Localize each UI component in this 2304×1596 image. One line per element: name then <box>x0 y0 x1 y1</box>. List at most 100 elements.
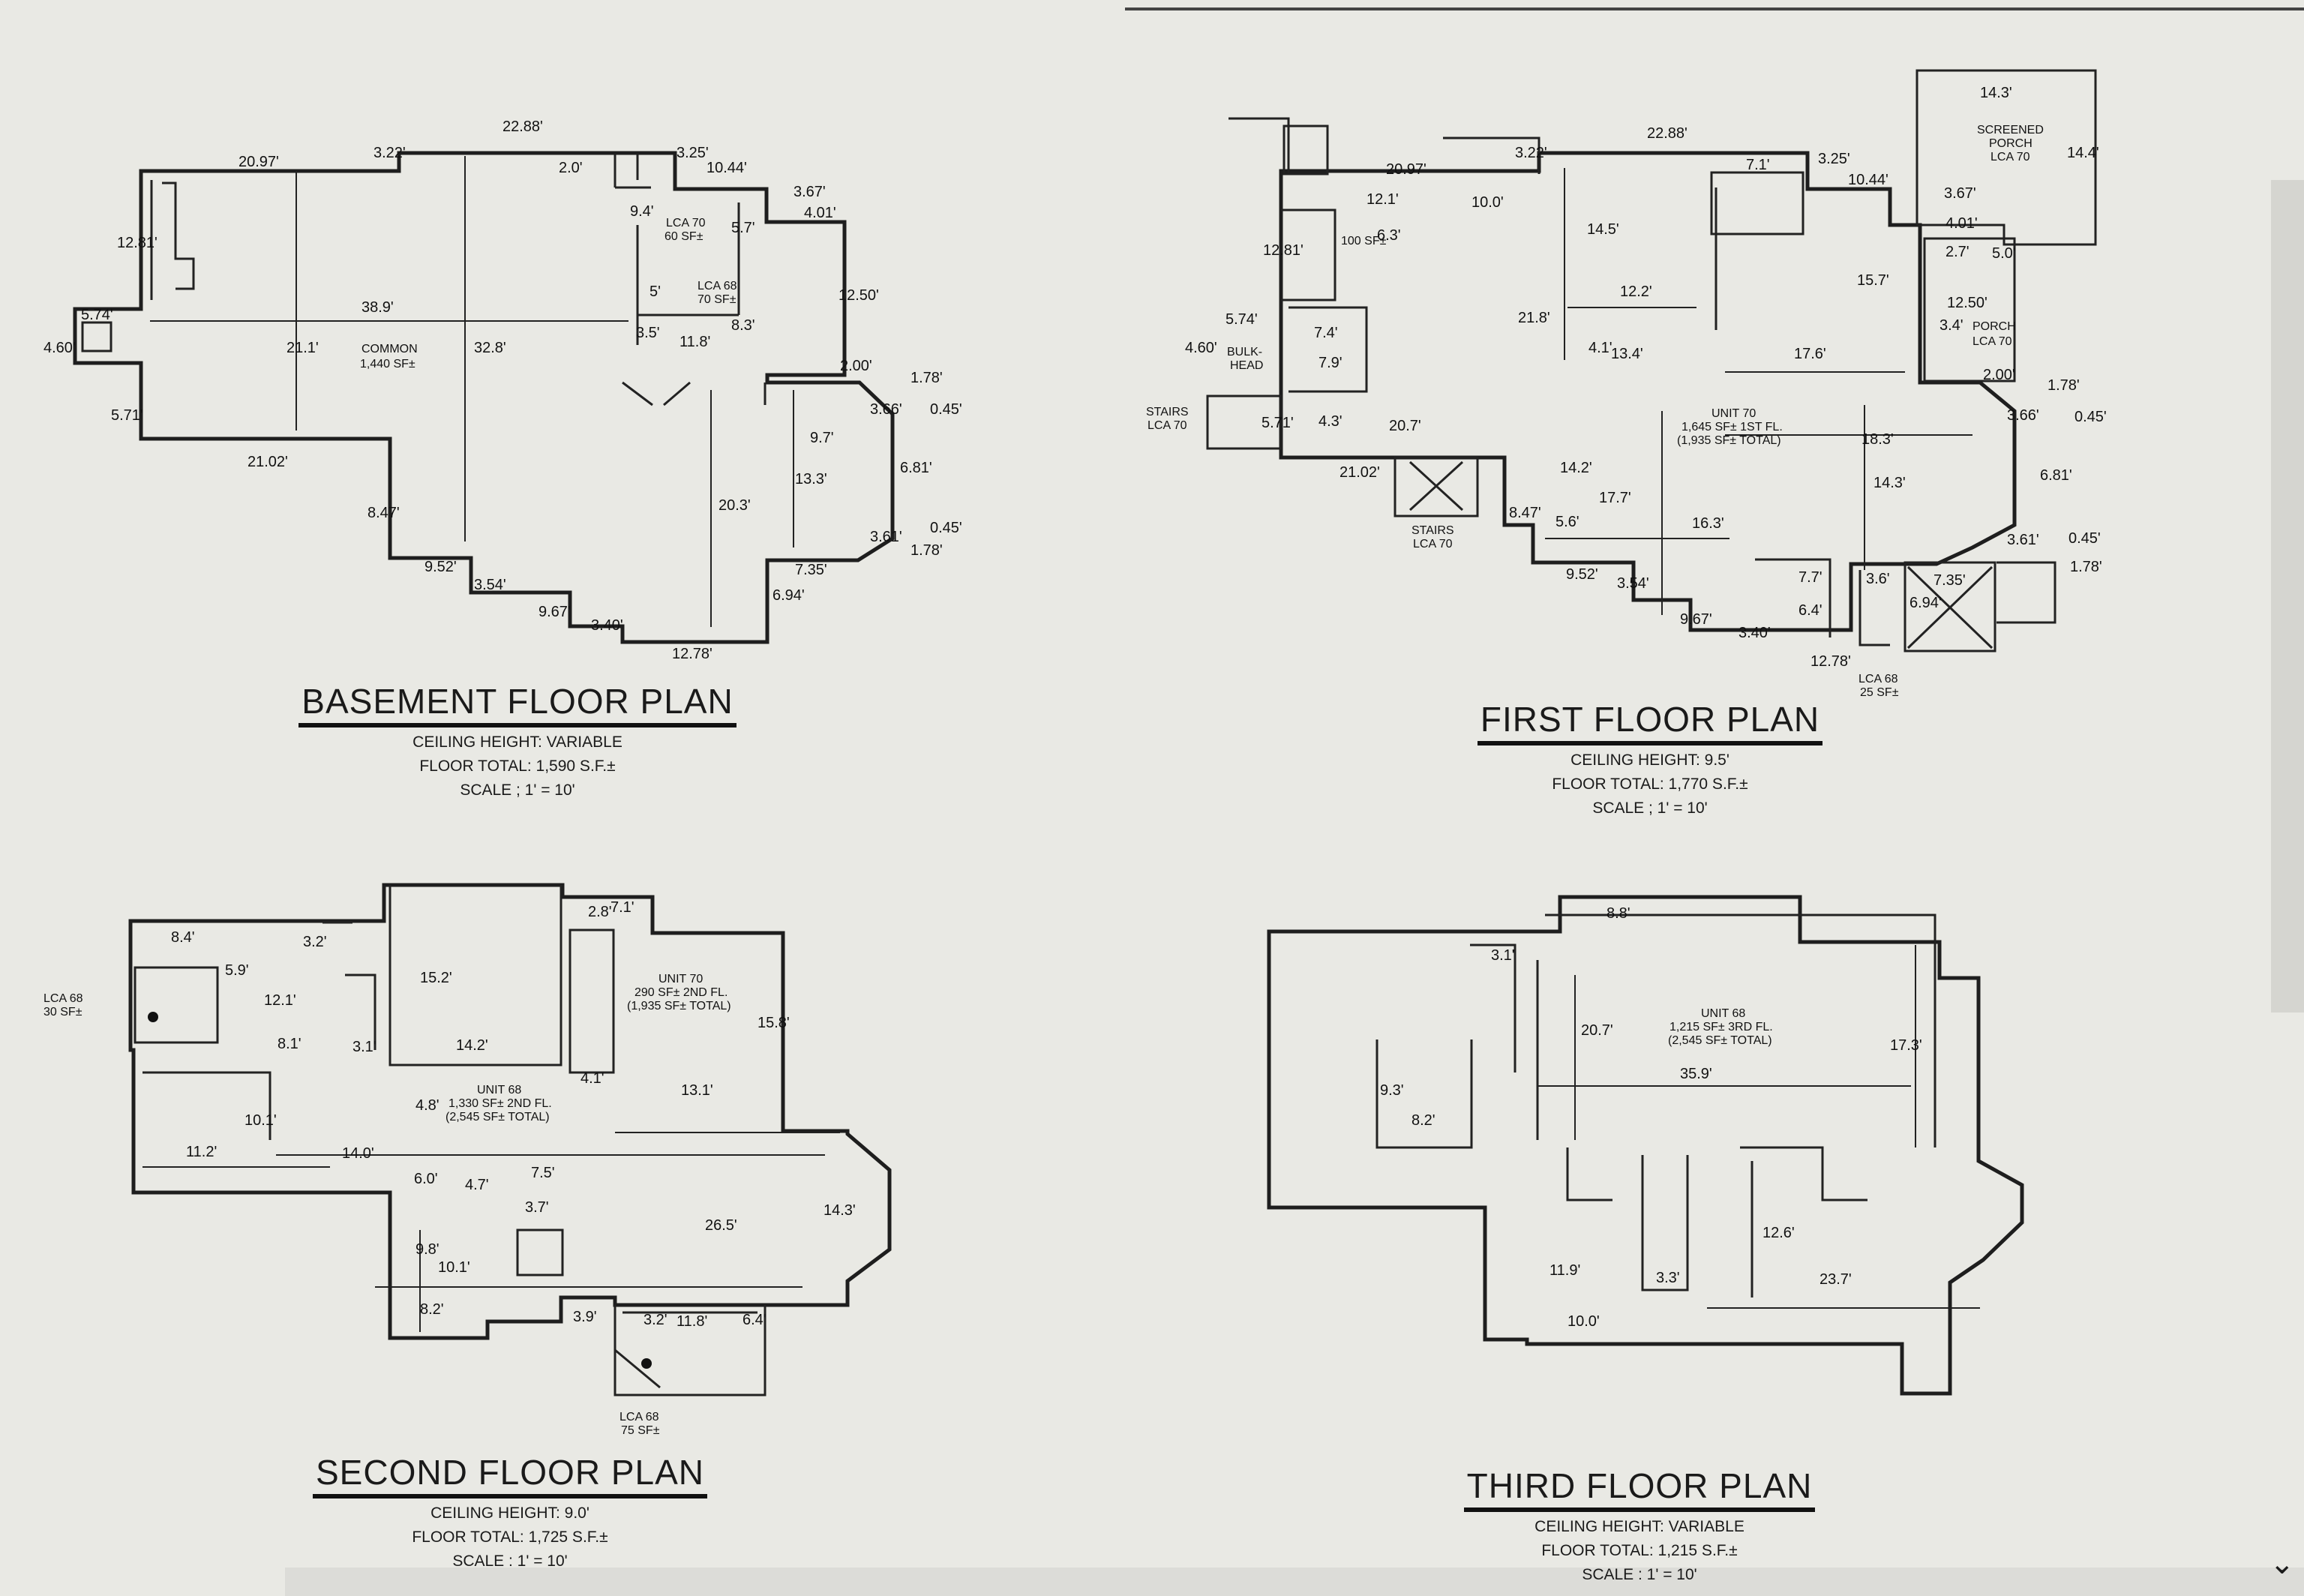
dim-label: 4.60' <box>1185 340 1217 356</box>
dim-label: 38.9' <box>362 299 394 316</box>
dim-label: 4.7' <box>465 1177 489 1193</box>
dim-label: 20.7' <box>1389 418 1421 434</box>
dim-label: 1.78' <box>2048 377 2080 394</box>
room-label: LCA 68 <box>620 1411 659 1424</box>
dim-label: 6.81' <box>2040 467 2072 484</box>
dim-label: 7.5' <box>531 1165 555 1181</box>
dim-label: 7.35' <box>1934 572 1966 589</box>
dim-label: 3.1' <box>1491 947 1515 964</box>
dim-label: 8.1' <box>278 1036 302 1052</box>
dim-label: 7.9' <box>1318 355 1342 371</box>
dim-label: 8.2' <box>1412 1112 1436 1129</box>
dim-label: 4.8' <box>416 1097 440 1114</box>
room-label: SCREENED <box>1977 124 2044 136</box>
room-label: UNIT 68 <box>477 1084 521 1096</box>
scale: SCALE ; 1' = 10' <box>1592 800 1708 817</box>
room-label: 1,330 SF± 2ND FL. <box>448 1097 552 1110</box>
dim-label: 3.5' <box>636 325 660 341</box>
dim-label: 4.1' <box>1588 340 1612 356</box>
dim-label: 3.7' <box>525 1199 549 1216</box>
dim-label: 9.3' <box>1380 1082 1404 1099</box>
room-label: UNIT 68 <box>1701 1007 1745 1020</box>
bottom-bar <box>285 1568 2304 1596</box>
dim-label: 13.4' <box>1611 346 1643 362</box>
dim-label: 12.78' <box>672 646 712 662</box>
dim-label: 7.35' <box>795 562 827 578</box>
ceiling-height: CEILING HEIGHT: 9.5' <box>1570 752 1730 769</box>
dim-label: 9.52' <box>424 559 457 575</box>
dim-label: 3.3' <box>1656 1270 1680 1286</box>
dim-label: 20.7' <box>1581 1022 1613 1039</box>
dim-label: 14.0' <box>342 1145 374 1162</box>
dim-label: 6.94' <box>1910 595 1942 611</box>
dim-label: 11.8' <box>676 1313 707 1330</box>
dim-label: 21.02' <box>248 454 288 470</box>
dim-label: 23.7' <box>1820 1271 1852 1288</box>
dim-label: 3.67' <box>794 184 826 200</box>
dim-label: 5.6' <box>1556 514 1580 530</box>
dim-label: 20.97' <box>1386 161 1426 178</box>
room-label: LCA 70 <box>1148 419 1187 432</box>
dim-label: 4.01' <box>804 205 836 221</box>
dim-label: 8.3' <box>731 317 755 334</box>
dim-label: 3.6' <box>1866 571 1890 587</box>
dim-label: 10.0' <box>1472 194 1504 211</box>
room-label: LCA 70 <box>1972 335 2012 348</box>
ceiling-height: CEILING HEIGHT: VARIABLE <box>1534 1518 1744 1535</box>
dim-label: 3.67' <box>1944 185 1976 202</box>
dim-label: 6.4' <box>742 1312 766 1328</box>
room-label: (1,935 SF± TOTAL) <box>627 1000 731 1012</box>
dim-label: 2.00' <box>840 358 872 374</box>
dim-label: 13.3' <box>795 471 827 488</box>
dim-label: 14.2' <box>456 1037 488 1054</box>
room-label: LCA 70 <box>666 217 706 230</box>
room-label: 290 SF± 2ND FL. <box>634 986 728 999</box>
dim-label: 7.7' <box>1798 569 1822 586</box>
room-label: (1,935 SF± TOTAL) <box>1677 434 1781 447</box>
room-label: 70 SF± <box>698 293 736 306</box>
dim-label: 9.4' <box>630 203 654 220</box>
dim-label: 15.8' <box>758 1015 790 1031</box>
dim-label: 3.54' <box>474 577 506 593</box>
dim-label: 4.60' <box>44 340 76 356</box>
room-label: LCA 68 <box>44 992 83 1005</box>
dim-label: 15.2' <box>420 970 452 986</box>
dim-label: 3.22' <box>1515 145 1547 161</box>
dim-label: 17.3' <box>1890 1037 1922 1054</box>
dim-label: 11.9' <box>1550 1262 1580 1279</box>
dim-label: 2.7' <box>1946 244 1970 260</box>
dim-label: 20.97' <box>238 154 279 170</box>
dim-label: 12.81' <box>1263 242 1304 259</box>
ceiling-height: CEILING HEIGHT: 9.0' <box>430 1504 590 1522</box>
room-label: 1,645 SF± 1ST FL. <box>1682 421 1783 434</box>
dim-label: 2.0' <box>559 160 583 176</box>
dim-label: 12.81' <box>117 235 158 251</box>
dim-label: 3.66' <box>2007 407 2039 424</box>
dim-label: 3.40' <box>1738 625 1771 641</box>
third-floor-plan: 8.8' 3.1' 20.7' 17.3' 35.9' 9.3' 8.2' 12… <box>1267 895 2024 1396</box>
scrollbar[interactable] <box>2271 180 2304 1012</box>
dim-label: 14.3' <box>1980 85 2012 101</box>
dim-label: 11.2' <box>186 1144 217 1160</box>
dim-label: 14.4' <box>2067 145 2099 161</box>
dim-label: 5.71' <box>1262 415 1294 431</box>
dim-label: 7.4' <box>1314 325 1338 341</box>
dim-label: 17.6' <box>1794 346 1826 362</box>
dim-label: 3.1' <box>352 1039 376 1055</box>
dim-label: 0.45' <box>930 401 962 418</box>
dim-label: 20.3' <box>718 497 751 514</box>
dim-label: 3.2' <box>303 934 327 950</box>
chevron-down-icon[interactable]: ⌄ <box>2270 1547 2295 1580</box>
dim-label: 14.2' <box>1560 460 1592 476</box>
dim-label: 6.4' <box>1798 602 1822 619</box>
dim-label: 22.88' <box>1647 125 1688 142</box>
dim-label: 3.61' <box>870 529 902 545</box>
room-label: 100 SF± <box>1341 235 1387 248</box>
dim-label: 13.1' <box>681 1082 713 1099</box>
dim-label: 6.0' <box>414 1171 438 1187</box>
floor-total: FLOOR TOTAL: 1,590 S.F.± <box>419 758 616 775</box>
dim-label: 12.78' <box>1810 653 1851 670</box>
dim-label: 6.3' <box>1377 227 1401 244</box>
room-label: LCA 68 <box>698 280 737 292</box>
dim-label: 8.2' <box>420 1301 444 1318</box>
